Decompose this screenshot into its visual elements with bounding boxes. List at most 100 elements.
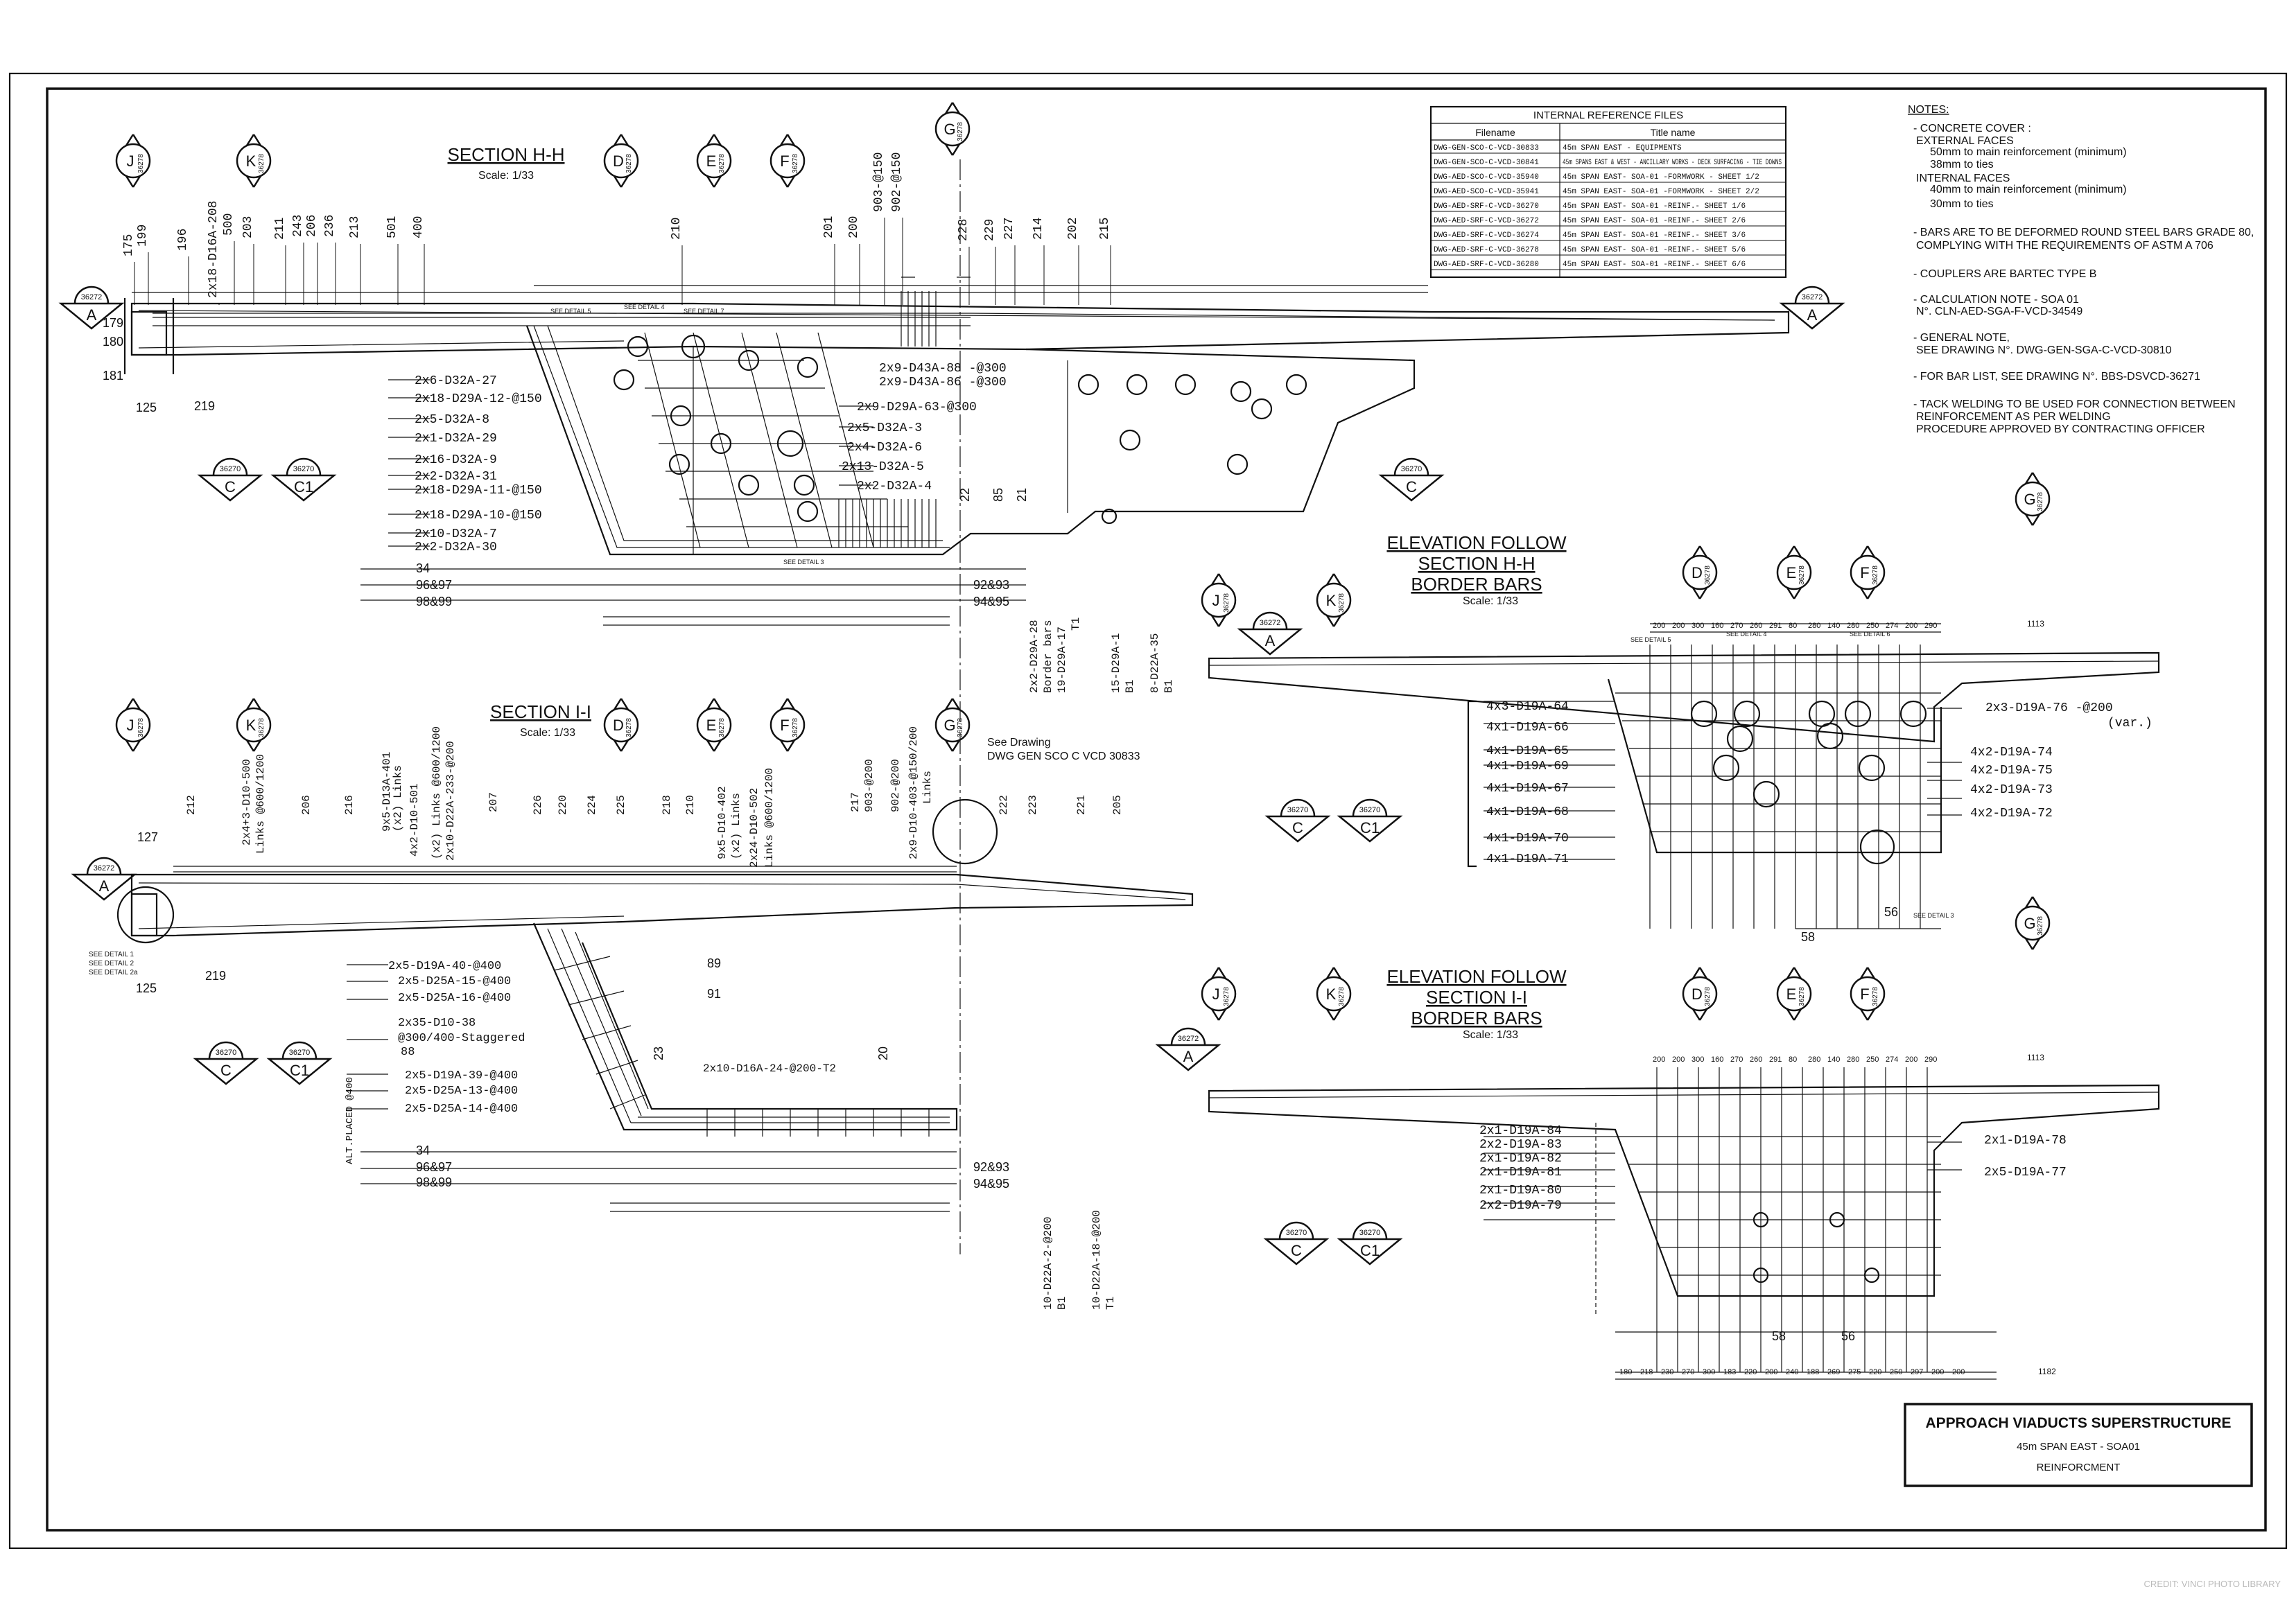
elev-ii-dim-bottom: 220 bbox=[1869, 1368, 1881, 1376]
elev-ii-scale: Scale: 1/33 bbox=[1463, 1029, 1518, 1041]
elev-ii-dim-bottom: 297 bbox=[1911, 1368, 1923, 1376]
label-58-ii: 58 bbox=[1772, 1329, 1786, 1343]
label-89: 89 bbox=[707, 956, 721, 970]
marker-ref: 36278 bbox=[957, 718, 964, 737]
ii-top-label: Links @600/1200 bbox=[254, 754, 267, 854]
elev-hh-line3: BORDER BARS bbox=[1411, 574, 1542, 595]
hh-bar-label: 2x18-D29A-10-@150 bbox=[415, 509, 542, 523]
notes-heading: NOTES: bbox=[1908, 104, 1949, 116]
marker-letter: G bbox=[2024, 915, 2035, 932]
hh-bar-label: 2x5-D32A-8 bbox=[415, 413, 489, 427]
border-bar-label-t1: T1 bbox=[1070, 617, 1082, 631]
marker-ref: 36270 bbox=[1359, 806, 1381, 814]
ii-top-label: Links bbox=[921, 771, 934, 804]
reference-table-title-name: 45m SPAN EAST- SOA-01 -REINF.- SHEET 3/6 bbox=[1563, 231, 1746, 240]
label-20: 20 bbox=[876, 1046, 890, 1060]
label-181: 181 bbox=[103, 369, 123, 383]
hh-top-label: 213 bbox=[348, 216, 362, 238]
elev-ii-dim-bottom: 200 bbox=[1952, 1368, 1965, 1376]
ii-top-label: (x2) Links bbox=[730, 793, 742, 859]
elev-hh-dim: 250 bbox=[1866, 622, 1879, 630]
elev-hh-dim: 274 bbox=[1886, 622, 1898, 630]
see-detail-4: SEE DETAIL 4 bbox=[624, 304, 665, 310]
marker-ref: 36278 bbox=[1704, 566, 1712, 585]
see-drawing-ref: DWG GEN SCO C VCD 30833 bbox=[987, 751, 1140, 762]
ii-top-label: 9x5-D10-402 bbox=[716, 786, 729, 859]
see-detail-2: SEE DETAIL 2 bbox=[89, 960, 134, 967]
hh-top-label: 236 bbox=[323, 215, 337, 237]
ii-top-label: 222 bbox=[998, 795, 1010, 815]
marker-ref: 36270 bbox=[1401, 465, 1423, 473]
elev-ii-dim-bottom: 270 bbox=[1682, 1368, 1694, 1376]
note-line: - TACK WELDING TO BE USED FOR CONNECTION… bbox=[1913, 398, 2236, 410]
label-180: 180 bbox=[103, 335, 123, 349]
elev-hh-dim: 260 bbox=[1750, 622, 1762, 630]
see-detail-7: SEE DETAIL 7 bbox=[684, 308, 724, 315]
label-58: 58 bbox=[1801, 930, 1815, 944]
hh-bar-label: 2x6-D32A-27 bbox=[415, 374, 497, 388]
ii-top-label: 221 bbox=[1075, 795, 1088, 815]
ii-top-label: 210 bbox=[684, 795, 697, 815]
elev-ii-bar-label: 2x2-D19A-83 bbox=[1479, 1138, 1562, 1152]
note-line: 50mm to main reinforcement (minimum) bbox=[1930, 146, 2127, 158]
hh-bar-label: 2x1-D32A-29 bbox=[415, 432, 497, 446]
marker-letter: K bbox=[246, 152, 256, 170]
label-179: 179 bbox=[103, 316, 123, 330]
marker-letter: D bbox=[1691, 985, 1703, 1003]
elev-hh-dim: 280 bbox=[1808, 622, 1820, 630]
marker-ref: 36272 bbox=[81, 293, 103, 301]
reference-table-title-name: 45m SPAN EAST- SOA-01 -REINF.- SHEET 6/6 bbox=[1563, 261, 1746, 269]
elev-hh-dim: 270 bbox=[1730, 622, 1743, 630]
note-line: EXTERNAL FACES bbox=[1916, 135, 2014, 147]
marker-ref: 36278 bbox=[258, 154, 266, 173]
elev-ii-dim-bottom: 200 bbox=[1931, 1368, 1944, 1376]
hh-top-label: 902-@150 bbox=[890, 152, 904, 212]
bar-label-2: 10-D22A-2-@200 bbox=[1042, 1217, 1054, 1310]
marker-ref: 36278 bbox=[1872, 566, 1879, 585]
marker-ref: 36270 bbox=[1286, 1229, 1307, 1237]
bar-label-1: 15-D29A-1 bbox=[1110, 633, 1122, 693]
marker-ref: 36278 bbox=[1798, 566, 1806, 585]
bar-label-1-b1: B1 bbox=[1124, 680, 1136, 693]
elev-ii-line2: SECTION I-I bbox=[1426, 987, 1527, 1008]
ii-top-label: 2x10-D22A-233-@200 bbox=[444, 741, 457, 861]
ii-top-label: 216 bbox=[343, 795, 356, 815]
hh-bar-label-right: 2x13-D32A-5 bbox=[842, 460, 924, 474]
marker-letter: F bbox=[1860, 564, 1869, 581]
ii-top-label: 225 bbox=[615, 795, 627, 815]
elev-hh-line2: SECTION H-H bbox=[1418, 553, 1536, 574]
note-line: - COUPLERS ARE BARTEC TYPE B bbox=[1913, 268, 2096, 280]
marker-ref: 36278 bbox=[137, 154, 145, 173]
label-94-95: 94&95 bbox=[973, 595, 1009, 608]
ii-top-label: 206 bbox=[300, 795, 313, 815]
elev-hh-dim: 140 bbox=[1827, 622, 1840, 630]
hh-top-label: 215 bbox=[1098, 218, 1112, 240]
marker-ref: 36278 bbox=[1704, 987, 1712, 1006]
section-hh: SECTION H-H Scale: 1/33 bbox=[123, 144, 1790, 1254]
hh-top-label: 227 bbox=[1002, 218, 1016, 240]
see-detail-1: SEE DETAIL 1 bbox=[89, 951, 134, 958]
marker-letter: E bbox=[706, 152, 717, 170]
elev-ii-bar-label: 2x1-D19A-81 bbox=[1479, 1166, 1562, 1180]
marker-ref: 36278 bbox=[137, 718, 145, 737]
marker-letter: E bbox=[706, 717, 717, 734]
marker-letter: A bbox=[1265, 632, 1276, 649]
ii-bar-label: 2x5-D19A-39-@400 bbox=[405, 1069, 518, 1083]
section-ii: SECTION I-I Scale: 1/33 bbox=[116, 701, 1194, 1212]
title-block-line3: REINFORCMENT bbox=[2037, 1462, 2121, 1473]
elev-hh-dim: 291 bbox=[1769, 622, 1782, 630]
hh-top-label: 243 bbox=[291, 215, 305, 237]
elev-ii-bar-label: 2x1-D19A-82 bbox=[1479, 1152, 1562, 1166]
